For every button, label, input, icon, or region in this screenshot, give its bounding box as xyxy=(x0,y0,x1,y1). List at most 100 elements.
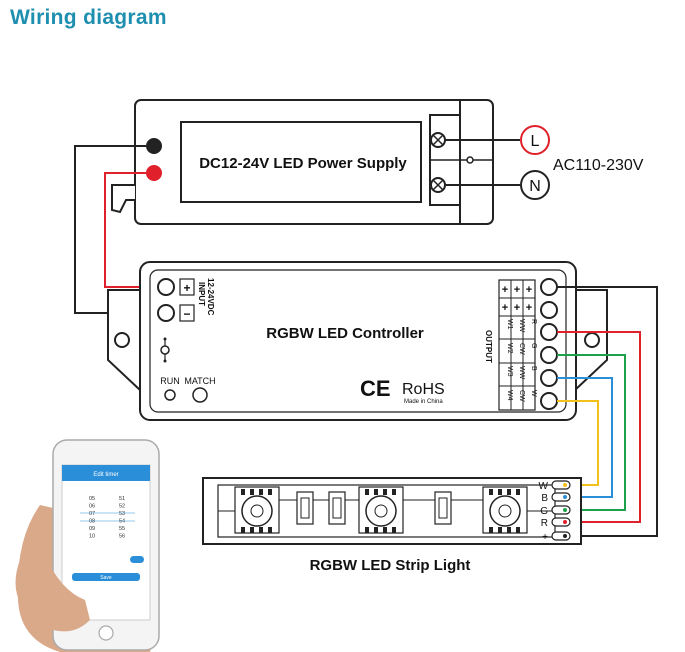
output-channel-label: R xyxy=(530,319,537,324)
strip-label: RGBW LED Strip Light xyxy=(310,557,471,574)
terminal-n xyxy=(520,170,550,200)
resistor-body xyxy=(300,497,310,519)
led-pad xyxy=(498,527,502,533)
input-terminal-plus xyxy=(157,278,175,296)
phone-time-value: 52 xyxy=(119,504,125,510)
wire-red xyxy=(557,331,641,523)
led-pad xyxy=(259,527,263,533)
led-pad xyxy=(516,527,520,533)
output-channel-label: WW xyxy=(518,319,525,333)
output-channel-label: W4 xyxy=(506,390,513,401)
led-pad xyxy=(259,489,263,495)
output-label: OUTPUT xyxy=(484,330,493,363)
phone-time-value: 05 xyxy=(89,496,95,502)
output-channel-label: W2 xyxy=(506,343,513,354)
output-channel-label: W1 xyxy=(506,319,513,330)
strip-pin-label: W xyxy=(539,481,549,492)
strip-pin-pad xyxy=(551,492,571,502)
strip-pin-pad xyxy=(551,531,571,541)
strip-pin-label: R xyxy=(541,518,548,529)
controller: + − INPUT 12-24VDC RUN MATCH RGBW LED Co… xyxy=(107,261,608,421)
output-channel-label: W3 xyxy=(506,366,513,377)
phone-screen xyxy=(61,464,151,621)
output-plus-sign: + xyxy=(514,302,520,314)
led-chip-core xyxy=(250,504,264,518)
terminal-n-label: N xyxy=(529,178,541,195)
power-supply-terminal-negative xyxy=(146,138,162,154)
output-table xyxy=(498,279,536,411)
output-terminal xyxy=(540,301,558,319)
output-channel-label: G xyxy=(530,343,537,348)
phone-save-label: Save xyxy=(100,575,112,581)
match-label: MATCH xyxy=(184,376,215,386)
led-pad xyxy=(365,527,369,533)
power-supply-tab xyxy=(111,184,135,214)
phone-time-value: 56 xyxy=(119,534,125,540)
strip-resistors xyxy=(279,491,483,525)
strip-pin-label: + xyxy=(542,532,548,543)
output-channel-label: CW xyxy=(518,343,525,355)
led-pad xyxy=(383,489,387,495)
output-channel-label: CW xyxy=(518,390,525,402)
phone-toggle[interactable] xyxy=(130,556,144,563)
phone-time-value: 54 xyxy=(119,519,125,525)
made-in-label: Made in China xyxy=(404,399,443,405)
phone-time-value: 10 xyxy=(89,534,95,540)
rohs-label: RoHS xyxy=(402,381,445,398)
led-pad xyxy=(374,489,378,495)
phone-home-button xyxy=(98,625,114,641)
match-button[interactable] xyxy=(192,387,208,403)
strip-pin-pad xyxy=(551,505,571,515)
led-pad xyxy=(392,527,396,533)
phone-time-value: 51 xyxy=(119,496,125,502)
ac-voltage-label: AC110-230V xyxy=(553,157,644,174)
strip-pin-dot xyxy=(563,508,567,512)
output-plus-sign: + xyxy=(526,302,532,314)
phone-time-value: 08 xyxy=(89,519,95,525)
run-indicator xyxy=(164,389,176,401)
input-label: INPUT xyxy=(197,282,206,306)
output-terminal xyxy=(540,278,558,296)
resistor-body xyxy=(332,497,342,519)
led-pad xyxy=(374,527,378,533)
input-voltage-label: 12-24VDC xyxy=(206,278,215,316)
thumb xyxy=(15,555,90,632)
led-pad xyxy=(392,489,396,495)
wire-common-plus xyxy=(557,286,658,537)
phone-time-value: 55 xyxy=(119,526,125,532)
output-plus-signs: ++++++ xyxy=(502,284,532,314)
led-pad xyxy=(516,489,520,495)
power-supply-label: DC12-24V LED Power Supply xyxy=(199,155,407,172)
led-pad xyxy=(250,489,254,495)
input-plus-sign: + xyxy=(183,281,190,295)
output-terminal xyxy=(540,369,558,387)
input-minus-sign: − xyxy=(183,307,190,321)
input-terminal-minus xyxy=(157,304,175,322)
led-pad xyxy=(507,489,511,495)
power-supply-terminal-positive xyxy=(146,165,162,181)
led-pad xyxy=(241,489,245,495)
page-title: Wiring diagram xyxy=(10,6,167,29)
led-pad xyxy=(268,527,272,533)
led-pad xyxy=(241,527,245,533)
phone-time-value: 06 xyxy=(89,504,95,510)
strip-pin-dot xyxy=(563,495,567,499)
output-plus-sign: + xyxy=(526,284,532,296)
wire-green xyxy=(557,354,626,511)
controller-body xyxy=(139,261,577,421)
led-chip-core xyxy=(374,504,388,518)
phone-save-button[interactable] xyxy=(72,573,140,581)
led-pad xyxy=(365,489,369,495)
terminal-l xyxy=(520,125,550,155)
output-plus-sign: + xyxy=(514,284,520,296)
power-supply-panel xyxy=(180,121,422,203)
output-plus-sign: + xyxy=(502,302,508,314)
strip-pin-label: G xyxy=(540,506,548,517)
phone-time-value: 53 xyxy=(119,511,125,517)
